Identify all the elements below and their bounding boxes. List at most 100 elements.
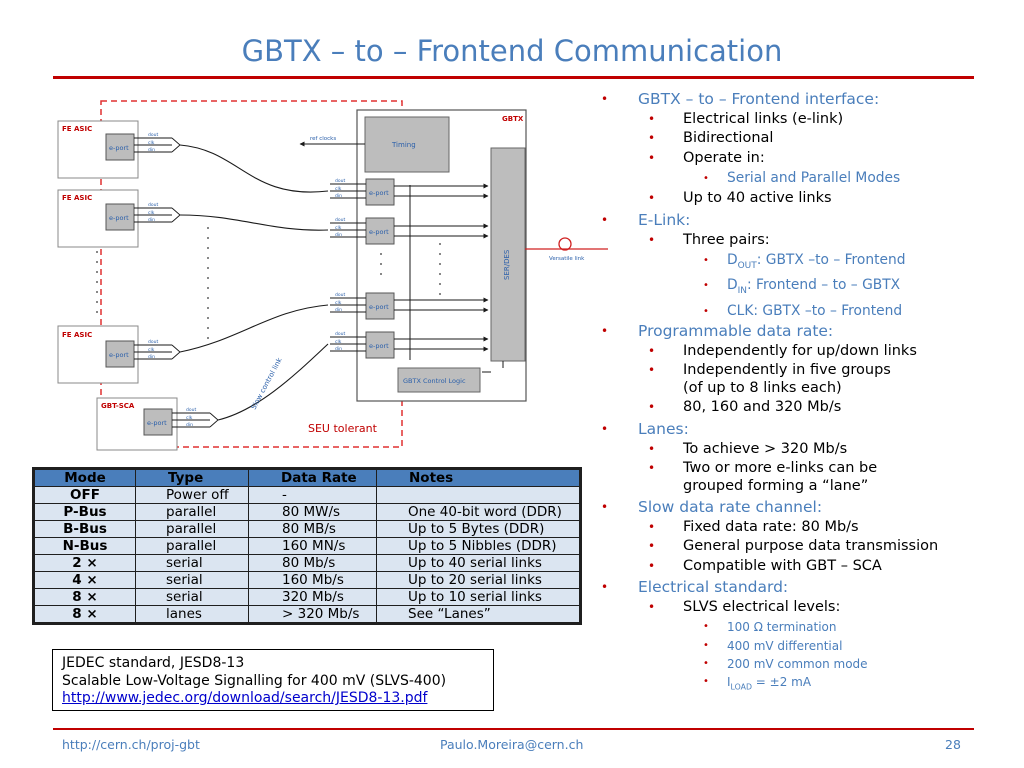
footer-email: Paulo.Moreira@cern.ch (440, 737, 584, 752)
bullet-dot: • (601, 324, 609, 339)
bullet-dot: • (703, 305, 709, 317)
bullet-level-2: •Three pairs: (598, 232, 1024, 250)
bullet-level-1: • Lanes: (598, 419, 1024, 439)
table-cell (376, 486, 580, 504)
bottom-divider (53, 728, 974, 730)
svg-text:dout: dout (335, 217, 345, 223)
bullet-text: : Frontend – to – GBTX (746, 277, 901, 294)
bullet-text: Slow data rate channel: (638, 497, 823, 516)
bullet-dot: • (703, 676, 709, 688)
bullet-text: Up to 40 active links (683, 190, 832, 207)
bullet-dot: • (601, 579, 609, 594)
fe-asic-1: FE ASIC e-port (57, 120, 139, 179)
jedec-link[interactable]: http://www.jedec.org/download/search/JES… (62, 690, 428, 706)
bullet-text-continued: grouped forming a “lane” (683, 477, 869, 494)
table-cell: One 40-bit word (DDR) (376, 503, 580, 521)
bullet-text: Electrical standard: (638, 577, 789, 596)
svg-text:e-port: e-port (109, 144, 129, 152)
svg-text:dout: dout (335, 178, 345, 184)
bullet-text-continued: (of up to 8 links each) (683, 380, 842, 396)
bullet-level-2: •To achieve > 320 Mb/s (598, 441, 1024, 459)
bullet-level-1: • E-Link: (598, 210, 1024, 230)
table-cell: OFF (34, 486, 136, 504)
bullet-level-2: •Independently in five groups(of up to 8… (598, 362, 1024, 397)
svg-text:clk: clk (186, 415, 193, 421)
table-cell: P-Bus (34, 503, 136, 521)
bullet-dot: • (601, 212, 609, 227)
bullet-level-1: •GBTX – to – Frontend interface: (598, 89, 1024, 109)
bullet-level-2: •Operate in: (598, 150, 1024, 168)
table-cell: See “Lanes” (376, 605, 580, 623)
bullet-dot: • (648, 539, 656, 554)
bullet-dot: • (703, 280, 709, 292)
svg-text:din: din (148, 354, 155, 360)
note-line1: JEDEC standard, JESD8-13 (62, 655, 245, 671)
top-divider (53, 76, 974, 79)
bullet-level-2: •SLVS electrical levels: (598, 599, 1024, 617)
fe-asic-2: FE ASIC e-port (57, 189, 139, 248)
slow-control-label: Slow control link (250, 356, 284, 411)
gbt-sca: GBT-SCA e-port (96, 397, 178, 451)
versatile-link-label: Versatile link (549, 256, 585, 262)
bullet-dot: • (648, 232, 656, 247)
svg-text:clk: clk (148, 210, 155, 216)
footer-url: http://cern.ch/proj-gbt (62, 737, 200, 752)
bullet-level-2: •80, 160 and 320 Mb/s (598, 399, 1024, 417)
svg-text:din: din (335, 232, 342, 238)
serdes-block (490, 147, 526, 362)
timing-block (364, 116, 450, 173)
bullet-level-2: •Compatible with GBT – SCA (598, 558, 1024, 576)
bullet-dot: • (648, 344, 656, 359)
bullet-text: E-Link: (638, 210, 691, 229)
svg-text:e-port: e-port (369, 342, 389, 350)
svg-text:FE ASIC: FE ASIC (62, 194, 92, 202)
svg-text:GBT-SCA: GBT-SCA (101, 402, 135, 410)
bullet-text: Operate in: (683, 149, 765, 166)
bullet-dot: • (648, 460, 656, 475)
jedec-note: JEDEC standard, JESD8-13 Scalable Low-Vo… (52, 649, 494, 711)
bullet-text: D (727, 251, 738, 268)
table-cell: 80 Mb/s (248, 554, 377, 572)
svg-text:dout: dout (148, 132, 158, 138)
svg-text:clk: clk (335, 300, 342, 306)
table-header-notes: Notes (376, 469, 580, 487)
bullet-level-3: •200 mV common mode (598, 655, 1024, 673)
bullet-dot: • (703, 639, 709, 651)
table-cell: serial (135, 571, 249, 589)
svg-text:dout: dout (186, 407, 196, 413)
bullet-level-1: •Programmable data rate: (598, 321, 1024, 341)
bullet-text: Lanes: (638, 419, 689, 438)
bullet-level-3: •Serial and Parallel Modes (598, 169, 1024, 189)
seu-tolerant-label: SEU tolerant (308, 422, 378, 435)
table-cell: serial (135, 554, 249, 572)
bullet-dot: • (601, 421, 609, 436)
bullet-dot: • (703, 621, 709, 633)
bullet-text: : GBTX –to – Frontend (756, 251, 906, 268)
svg-text:e-port: e-port (369, 189, 389, 197)
svg-text:clk: clk (148, 140, 155, 146)
svg-text:dout: dout (148, 202, 158, 208)
gbtx-eport-2: e-port (365, 217, 395, 245)
bullet-text: I (727, 675, 731, 690)
bullet-dot: • (648, 558, 656, 573)
bullet-level-2: •Electrical links (e-link) (598, 111, 1024, 129)
table-cell: 2 × (34, 554, 136, 572)
bullet-level-2: •General purpose data transmission (598, 538, 1024, 556)
svg-text:clk: clk (335, 225, 342, 231)
svg-text:e-port: e-port (109, 351, 129, 359)
gbtx-eport-4: e-port (365, 331, 395, 359)
bullet-text: Fixed data rate: 80 Mb/s (683, 518, 859, 535)
table-cell: B-Bus (34, 520, 136, 538)
table-cell: 160 MN/s (248, 537, 377, 555)
bullet-text: 80, 160 and 320 Mb/s (683, 399, 842, 416)
footer-page-number: 28 (945, 737, 961, 752)
table-cell: Up to 5 Bytes (DDR) (376, 520, 580, 538)
svg-text:din: din (335, 193, 342, 199)
bullet-text: Serial and Parallel Modes (727, 169, 901, 186)
table-cell: Power off (135, 486, 249, 504)
svg-text:dout: dout (335, 331, 345, 337)
